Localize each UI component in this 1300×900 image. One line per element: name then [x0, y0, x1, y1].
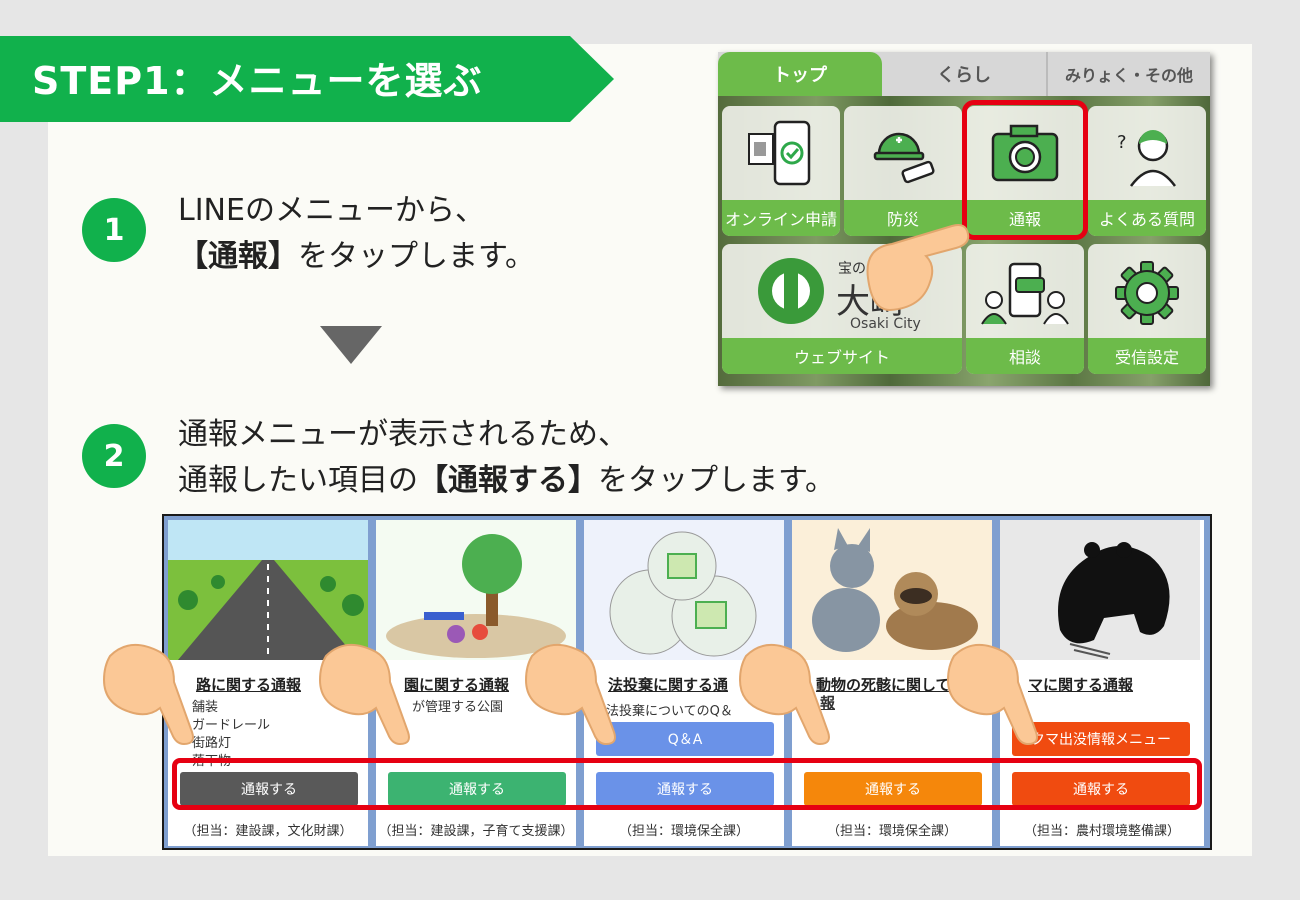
card-dumping-title: 法投棄に関する通	[608, 676, 729, 694]
tile-label-tsuhou: 通報	[966, 200, 1084, 236]
report-card-bear: マに関する通報 クマ出没情報メニュー 通報する （担当：農村環境整備課）	[1000, 520, 1204, 846]
garbage-bags-illustration	[584, 520, 784, 660]
report-button-park[interactable]: 通報する	[388, 772, 566, 806]
report-button-bear[interactable]: 通報する	[1012, 772, 1190, 806]
report-buttons-highlight-frame	[172, 758, 1202, 810]
card-animal-sub-1: 報	[820, 694, 836, 712]
step-1-bold: 【通報】	[178, 239, 298, 274]
card-road-sub-2: ガードレール	[192, 718, 271, 733]
step-2-line-1: 通報メニューが表示されるため、	[178, 417, 628, 452]
consultation-icon	[966, 258, 1084, 328]
step-2-line-2-rest: をタップします。	[598, 463, 835, 498]
card-road-sub-1: 舗装	[192, 700, 219, 715]
step-2-bold: 【通報する】	[418, 463, 598, 498]
tsuhou-highlight-frame	[962, 100, 1088, 240]
card-animal-footer: （担当：環境保全課）	[826, 824, 957, 839]
step-1-line-2: 【通報】をタップします。	[178, 234, 535, 280]
card-park-footer: （担当：建設課，子育て支援課）	[378, 824, 574, 839]
report-button-animal[interactable]: 通報する	[804, 772, 982, 806]
step-2-line-2: 通報したい項目の【通報する】をタップします。	[178, 458, 835, 504]
logo-text-top: 宝の	[838, 261, 866, 277]
step-1-badge: 1	[82, 198, 146, 262]
card-dumping-sub-1: 法投棄についてのQ＆	[606, 704, 733, 719]
logo-text-en: Osaki City	[850, 316, 921, 332]
down-arrow-icon	[320, 326, 382, 364]
smartphone-check-icon	[722, 120, 840, 190]
report-card-road: 路に関する通報 舗装 ガードレール 街路灯 落下物 通報する （担当：建設課，文…	[168, 520, 368, 846]
tile-tsuhou[interactable]: 通報	[966, 106, 1084, 236]
question-person-icon: ?	[1088, 120, 1206, 190]
step-1-line-2-rest: をタップします。	[298, 239, 535, 274]
tile-online-application[interactable]: オンライン申請	[722, 106, 840, 236]
step-banner	[0, 36, 614, 122]
helmet-flashlight-icon	[844, 120, 962, 190]
card-animal-title: 動物の死骸に関して	[816, 676, 951, 694]
tile-faq[interactable]: ? よくある質問	[1088, 106, 1206, 236]
qa-button[interactable]: Q＆A	[596, 722, 774, 756]
card-road-title: 路に関する通報	[196, 676, 302, 694]
tile-notification-settings[interactable]: 受信設定	[1088, 244, 1206, 374]
tile-label-settings: 受信設定	[1088, 338, 1206, 374]
report-card-park: 園に関する通報 が管理する公園 通報する （担当：建設課，子育て支援課）	[376, 520, 576, 846]
tile-bousai[interactable]: 防災	[844, 106, 962, 236]
pointing-hand-icon	[524, 644, 616, 746]
tab-kurashi[interactable]: くらし	[937, 65, 991, 86]
card-bear-title: マに関する通報	[1028, 676, 1134, 694]
tile-label-faq: よくある質問	[1088, 200, 1206, 236]
pointing-hand-icon	[318, 644, 410, 746]
report-card-animal: 動物の死骸に関して 報 通報する （担当：環境保全課）	[792, 520, 992, 846]
svg-text:?: ?	[1117, 132, 1127, 153]
rich-menu-tabs: トップ くらし みりょく・その他	[718, 52, 1210, 96]
tab-top[interactable]: トップ	[718, 52, 882, 96]
camera-icon	[966, 120, 1084, 190]
step-1-line-1: LINEのメニューから、	[178, 193, 485, 228]
road-illustration	[168, 520, 368, 660]
step-banner-title: STEP1：メニューを選ぶ	[32, 59, 483, 103]
step-2-text: 通報メニューが表示されるため、 通報したい項目の【通報する】をタップします。	[178, 412, 835, 504]
card-park-sub-1: が管理する公園	[412, 700, 504, 715]
pointing-hand-icon	[946, 644, 1038, 746]
card-park-title: 園に関する通報	[404, 676, 510, 694]
tile-label-soudan: 相談	[966, 338, 1084, 374]
pointing-hand-icon	[102, 644, 194, 746]
tile-soudan[interactable]: 相談	[966, 244, 1084, 374]
pointing-hand-icon	[738, 644, 830, 746]
report-button-dumping[interactable]: 通報する	[596, 772, 774, 806]
step-1-text: LINEのメニューから、 【通報】をタップします。	[178, 188, 535, 280]
tile-label-online: オンライン申請	[722, 200, 840, 236]
report-button-road[interactable]: 通報する	[180, 772, 358, 806]
osaki-logo	[758, 258, 824, 324]
card-road-footer: （担当：建設課，文化財課）	[183, 824, 353, 839]
cat-tanuki-illustration	[792, 520, 992, 660]
pointing-hand-icon	[866, 224, 970, 312]
tab-miryoku[interactable]: みりょく・その他	[1046, 52, 1210, 96]
tile-label-website: ウェブサイト	[722, 338, 962, 374]
step-2-badge: 2	[82, 424, 146, 488]
step-2-line-2-start: 通報したい項目の	[178, 463, 418, 498]
bear-illustration	[1000, 520, 1200, 660]
card-road-sub-3: 街路灯	[192, 736, 232, 751]
bear-sighting-menu-button[interactable]: クマ出没情報メニュー	[1012, 722, 1190, 756]
gear-icon	[1088, 258, 1206, 328]
park-illustration	[376, 520, 576, 660]
card-dumping-footer: （担当：環境保全課）	[618, 824, 749, 839]
report-card-dumping: 法投棄に関する通 法投棄についてのQ＆ Q＆A 通報する （担当：環境保全課）	[584, 520, 784, 846]
card-bear-footer: （担当：農村環境整備課）	[1023, 824, 1180, 839]
